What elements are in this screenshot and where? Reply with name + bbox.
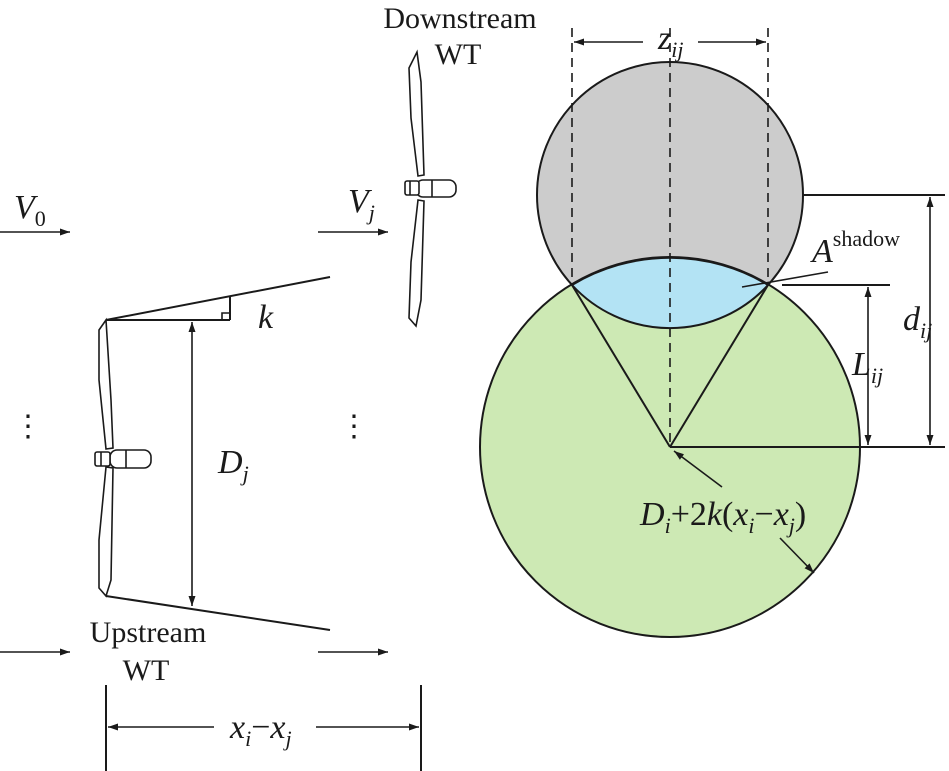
shadow-area-label: Ashadow: [810, 226, 900, 270]
wake-boundary-top: [105, 276, 331, 321]
dj-label: Dj: [217, 444, 249, 486]
lij-label: Lij: [851, 346, 883, 388]
zij-label: zij: [657, 20, 683, 62]
vj-label: Vj: [348, 183, 375, 225]
upstream-wt-label-line1: Upstream: [90, 616, 207, 649]
right-angle-mark: [221, 312, 230, 320]
expansion-arrow-center: [673, 450, 723, 488]
triangle-left-edge: [571, 284, 671, 448]
dij-label: dij: [903, 301, 932, 343]
k-label: k: [258, 299, 274, 336]
triangle-right-edge: [669, 284, 769, 448]
ellipsis-left: ⋮: [13, 410, 43, 443]
downstream-wt-label-line2: WT: [435, 38, 482, 71]
expansion-label: Di+2k(xi−xj): [639, 496, 806, 538]
expansion-arrow-edge: [779, 537, 815, 574]
v0-label: V0: [14, 189, 46, 231]
upstream-turbine-icon: [94, 317, 152, 598]
wake-boundary-bottom: [105, 595, 331, 631]
ellipsis-right: ⋮: [339, 410, 369, 443]
downstream-turbine-icon: [404, 49, 457, 328]
shadow-overlap-region: [570, 256, 770, 329]
distance-label: xi−xj: [229, 709, 292, 751]
downstream-wt-label-line1: Downstream: [383, 2, 536, 35]
upstream-wt-label-line2: WT: [123, 654, 170, 687]
shadow-leader-line: [741, 271, 829, 288]
